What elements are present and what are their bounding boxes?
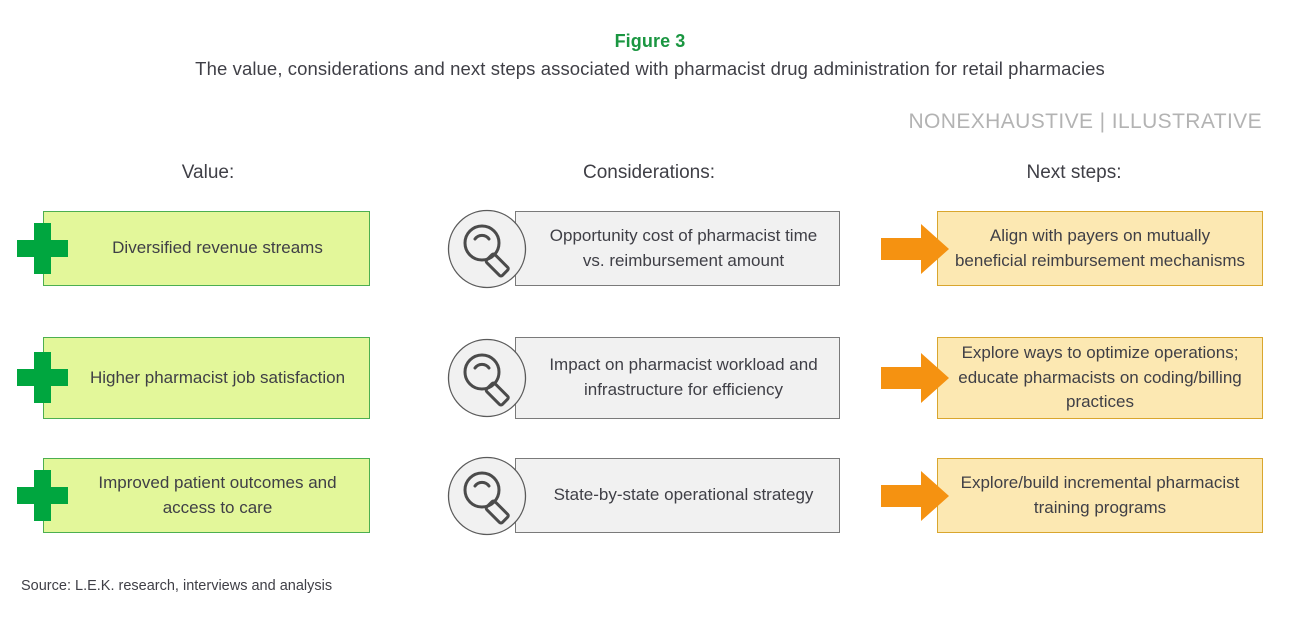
source-note: Source: L.E.K. research, interviews and … xyxy=(21,578,333,594)
next-step-box-label: Explore/build incremental pharmacist tra… xyxy=(960,472,1240,517)
consideration-box-label: Impact on pharmacist workload and infras… xyxy=(549,355,818,399)
consideration-box-label: State-by-state operational strategy xyxy=(553,485,814,505)
value-box-label: Higher pharmacist job satisfaction xyxy=(89,367,346,387)
value-box-label: Improved patient outcomes and access to … xyxy=(98,472,337,517)
arrow-right-icon xyxy=(881,471,949,521)
figure-subtitle: The value, considerations and next steps… xyxy=(195,58,1105,79)
plus-icon xyxy=(17,470,68,521)
magnifier-icon xyxy=(447,456,527,536)
consideration-box: Impact on pharmacist workload and infras… xyxy=(515,337,840,419)
plus-icon xyxy=(17,223,68,274)
value-box-label: Diversified revenue streams xyxy=(112,238,323,258)
next-step-box-label: Explore ways to optimize operations; edu… xyxy=(958,343,1242,412)
column-heading-considerations: Considerations: xyxy=(582,162,716,183)
figure-label: Figure 3 xyxy=(614,31,686,51)
value-box: Higher pharmacist job satisfaction xyxy=(43,337,370,419)
arrow-right-icon xyxy=(881,224,949,274)
consideration-box: Opportunity cost of pharmacist time vs. … xyxy=(515,211,840,286)
diagram-row: Diversified revenue streams Opportunity … xyxy=(0,209,1300,289)
value-box: Improved patient outcomes and access to … xyxy=(43,458,370,533)
next-step-box: Explore ways to optimize operations; edu… xyxy=(937,337,1263,419)
consideration-box-label: Opportunity cost of pharmacist time vs. … xyxy=(549,225,818,270)
next-step-box: Explore/build incremental pharmacist tra… xyxy=(937,458,1263,533)
next-step-box: Align with payers on mutually beneficial… xyxy=(937,211,1263,286)
column-heading-next-steps: Next steps: xyxy=(1026,162,1122,183)
magnifier-icon xyxy=(447,209,527,289)
arrow-right-icon xyxy=(881,353,949,403)
magnifier-icon xyxy=(447,338,527,418)
diagram-row: Higher pharmacist job satisfaction Impac… xyxy=(0,337,1300,419)
plus-icon xyxy=(17,352,68,403)
disclaimer-note: NONEXHAUSTIVE | ILLUSTRATIVE xyxy=(908,110,1262,133)
diagram-row: Improved patient outcomes and access to … xyxy=(0,456,1300,536)
column-heading-value: Value: xyxy=(181,162,235,183)
value-box: Diversified revenue streams xyxy=(43,211,370,286)
consideration-box: State-by-state operational strategy xyxy=(515,458,840,533)
next-step-box-label: Align with payers on mutually beneficial… xyxy=(954,225,1246,270)
